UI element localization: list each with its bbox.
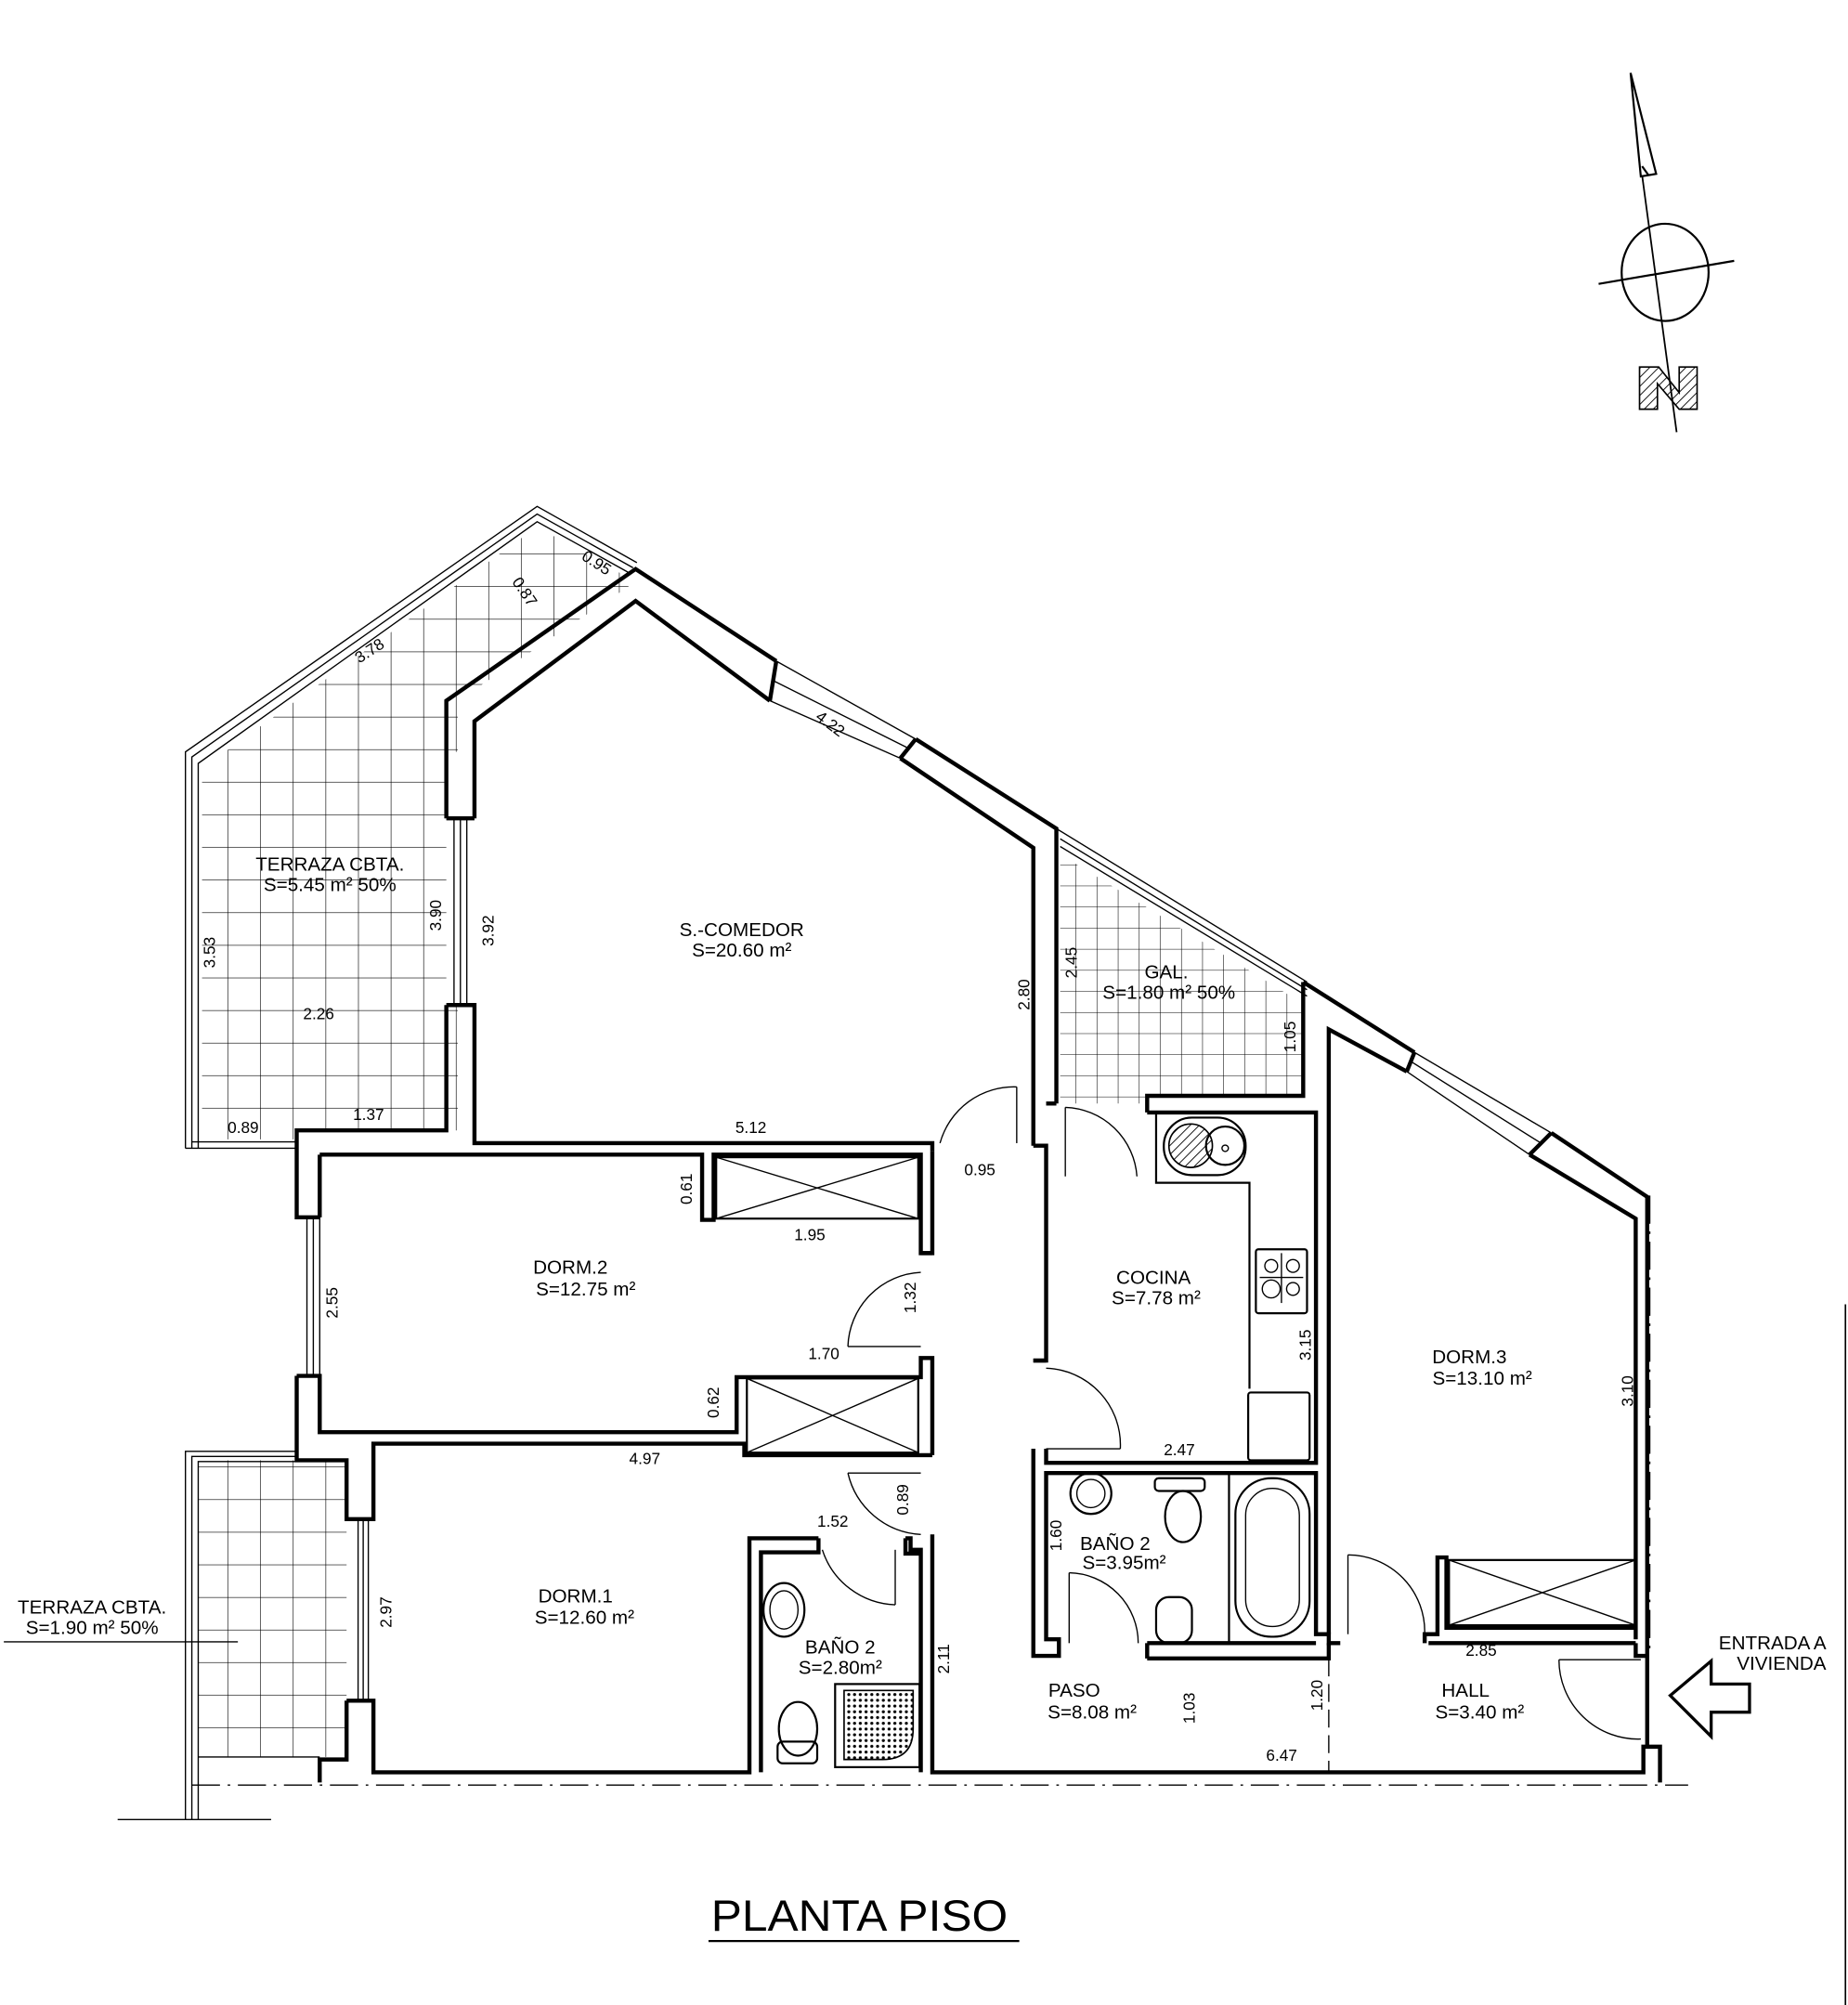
dim-5.12: 5.12 — [735, 1118, 766, 1137]
bidet-icon — [1154, 1595, 1193, 1645]
dim-1.37: 1.37 — [353, 1105, 384, 1124]
dim-3.92: 3.92 — [479, 915, 498, 945]
dim-2.55: 2.55 — [323, 1287, 342, 1318]
paso-name: PASO — [1048, 1680, 1100, 1701]
dim-1.05: 1.05 — [1281, 1022, 1299, 1052]
room-labels: TERRAZA CBTA. S=5.45 m² 50% S.-COMEDOR S… — [18, 854, 1827, 1724]
cocina-name: COCINA — [1116, 1267, 1191, 1288]
salon-area: S=20.60 m² — [692, 940, 791, 961]
bano-right-name: BAÑO 2 — [1080, 1532, 1151, 1555]
dim-3.15: 3.15 — [1296, 1330, 1315, 1361]
dim-1.60: 1.60 — [1047, 1520, 1065, 1551]
kitchen-fixtures — [1154, 1112, 1311, 1462]
galeria-area: S=1.80 m² 50% — [1102, 982, 1235, 1003]
terraza-upper — [185, 505, 638, 1150]
dim-6.47: 6.47 — [1266, 1746, 1296, 1764]
entrance-arrow-icon — [1668, 1658, 1751, 1740]
dim-3.53: 3.53 — [200, 937, 218, 968]
dim-0.89: 0.89 — [228, 1118, 258, 1137]
dim-2.26: 2.26 — [303, 1004, 333, 1022]
dim-4.97: 4.97 — [630, 1450, 660, 1468]
bano-left-area: S=2.80m² — [799, 1657, 882, 1678]
washbasin-icon — [1069, 1472, 1113, 1516]
dim-2.80: 2.80 — [1015, 979, 1034, 1009]
washbasin-icon — [762, 1582, 806, 1638]
dim-1.95: 1.95 — [794, 1226, 825, 1244]
galeria-floor — [1056, 827, 1308, 1104]
salon-name: S.-COMEDOR — [680, 919, 804, 941]
dim-3.10: 3.10 — [1619, 1375, 1637, 1406]
dim-0.95b: 0.95 — [964, 1160, 995, 1178]
doors — [821, 1086, 1641, 1740]
dorm2-area: S=12.75 m² — [536, 1279, 635, 1300]
entrance-label-line2: VIVIENDA — [1737, 1653, 1827, 1674]
terraza-lower-area: S=1.90 m² 50% — [26, 1618, 159, 1639]
bathroom-left-fixtures — [762, 1582, 921, 1768]
paso-area: S=8.08 m² — [1048, 1702, 1137, 1724]
dorm1-name: DORM.1 — [539, 1585, 613, 1607]
dim-1.03: 1.03 — [1179, 1693, 1198, 1724]
terraza-lower-name: TERRAZA CBTA. — [18, 1597, 166, 1619]
toilet-icon — [1153, 1477, 1206, 1543]
dim-2.11: 2.11 — [934, 1644, 953, 1673]
terraza-upper-name: TERRAZA CBTA. — [255, 854, 404, 876]
bathtub-icon — [1234, 1477, 1311, 1638]
terraza-upper-area: S=5.45 m² 50% — [264, 875, 397, 896]
hall-area: S=3.40 m² — [1435, 1702, 1524, 1724]
dim-2.97: 2.97 — [376, 1596, 395, 1627]
dim-1.52: 1.52 — [817, 1512, 848, 1530]
dim-1.20: 1.20 — [1308, 1680, 1326, 1711]
bathroom-right-fixtures — [1069, 1472, 1311, 1645]
shower-tray-icon — [834, 1683, 921, 1768]
dim-2.85: 2.85 — [1465, 1641, 1496, 1660]
dim-0.61: 0.61 — [677, 1174, 696, 1204]
dim-1.70: 1.70 — [808, 1345, 839, 1363]
hall-name: HALL — [1441, 1680, 1490, 1701]
north-arrow-icon — [1598, 72, 1735, 433]
dorm3-area: S=13.10 m² — [1432, 1368, 1531, 1389]
entrance-label-line1: ENTRADA A — [1719, 1633, 1827, 1654]
cocina-area: S=7.78 m² — [1112, 1287, 1201, 1308]
dim-0.62: 0.62 — [704, 1387, 722, 1418]
dorm2-name: DORM.2 — [533, 1256, 607, 1278]
dorm1-area: S=12.60 m² — [535, 1608, 634, 1629]
dim-1.32: 1.32 — [901, 1282, 919, 1313]
fridge-icon — [1247, 1391, 1311, 1462]
north-n-icon — [1638, 366, 1698, 410]
dim-4.22: 4.22 — [813, 707, 849, 740]
dim-2.45: 2.45 — [1062, 947, 1081, 978]
windows — [306, 660, 1552, 1701]
dim-2.47: 2.47 — [1164, 1440, 1194, 1459]
dim-3.90: 3.90 — [426, 900, 445, 931]
galeria-name: GAL. — [1144, 961, 1188, 983]
dimension-labels: 0.95 0.87 3.78 4.22 3.53 3.90 3.92 2.26 … — [200, 546, 1636, 1764]
stove-icon — [1255, 1248, 1308, 1315]
closets — [715, 1156, 1637, 1627]
plan-title: PLANTA PISO — [711, 1892, 1009, 1940]
sink-icon — [1163, 1116, 1247, 1177]
bano-left-name: BAÑO 2 — [805, 1635, 876, 1658]
bano-right-area: S=3.95m² — [1082, 1552, 1165, 1573]
toilet-icon — [776, 1700, 819, 1764]
dim-0.89b: 0.89 — [893, 1484, 912, 1515]
terraza-lower — [4, 1451, 347, 1821]
dorm3-name: DORM.3 — [1432, 1347, 1506, 1368]
